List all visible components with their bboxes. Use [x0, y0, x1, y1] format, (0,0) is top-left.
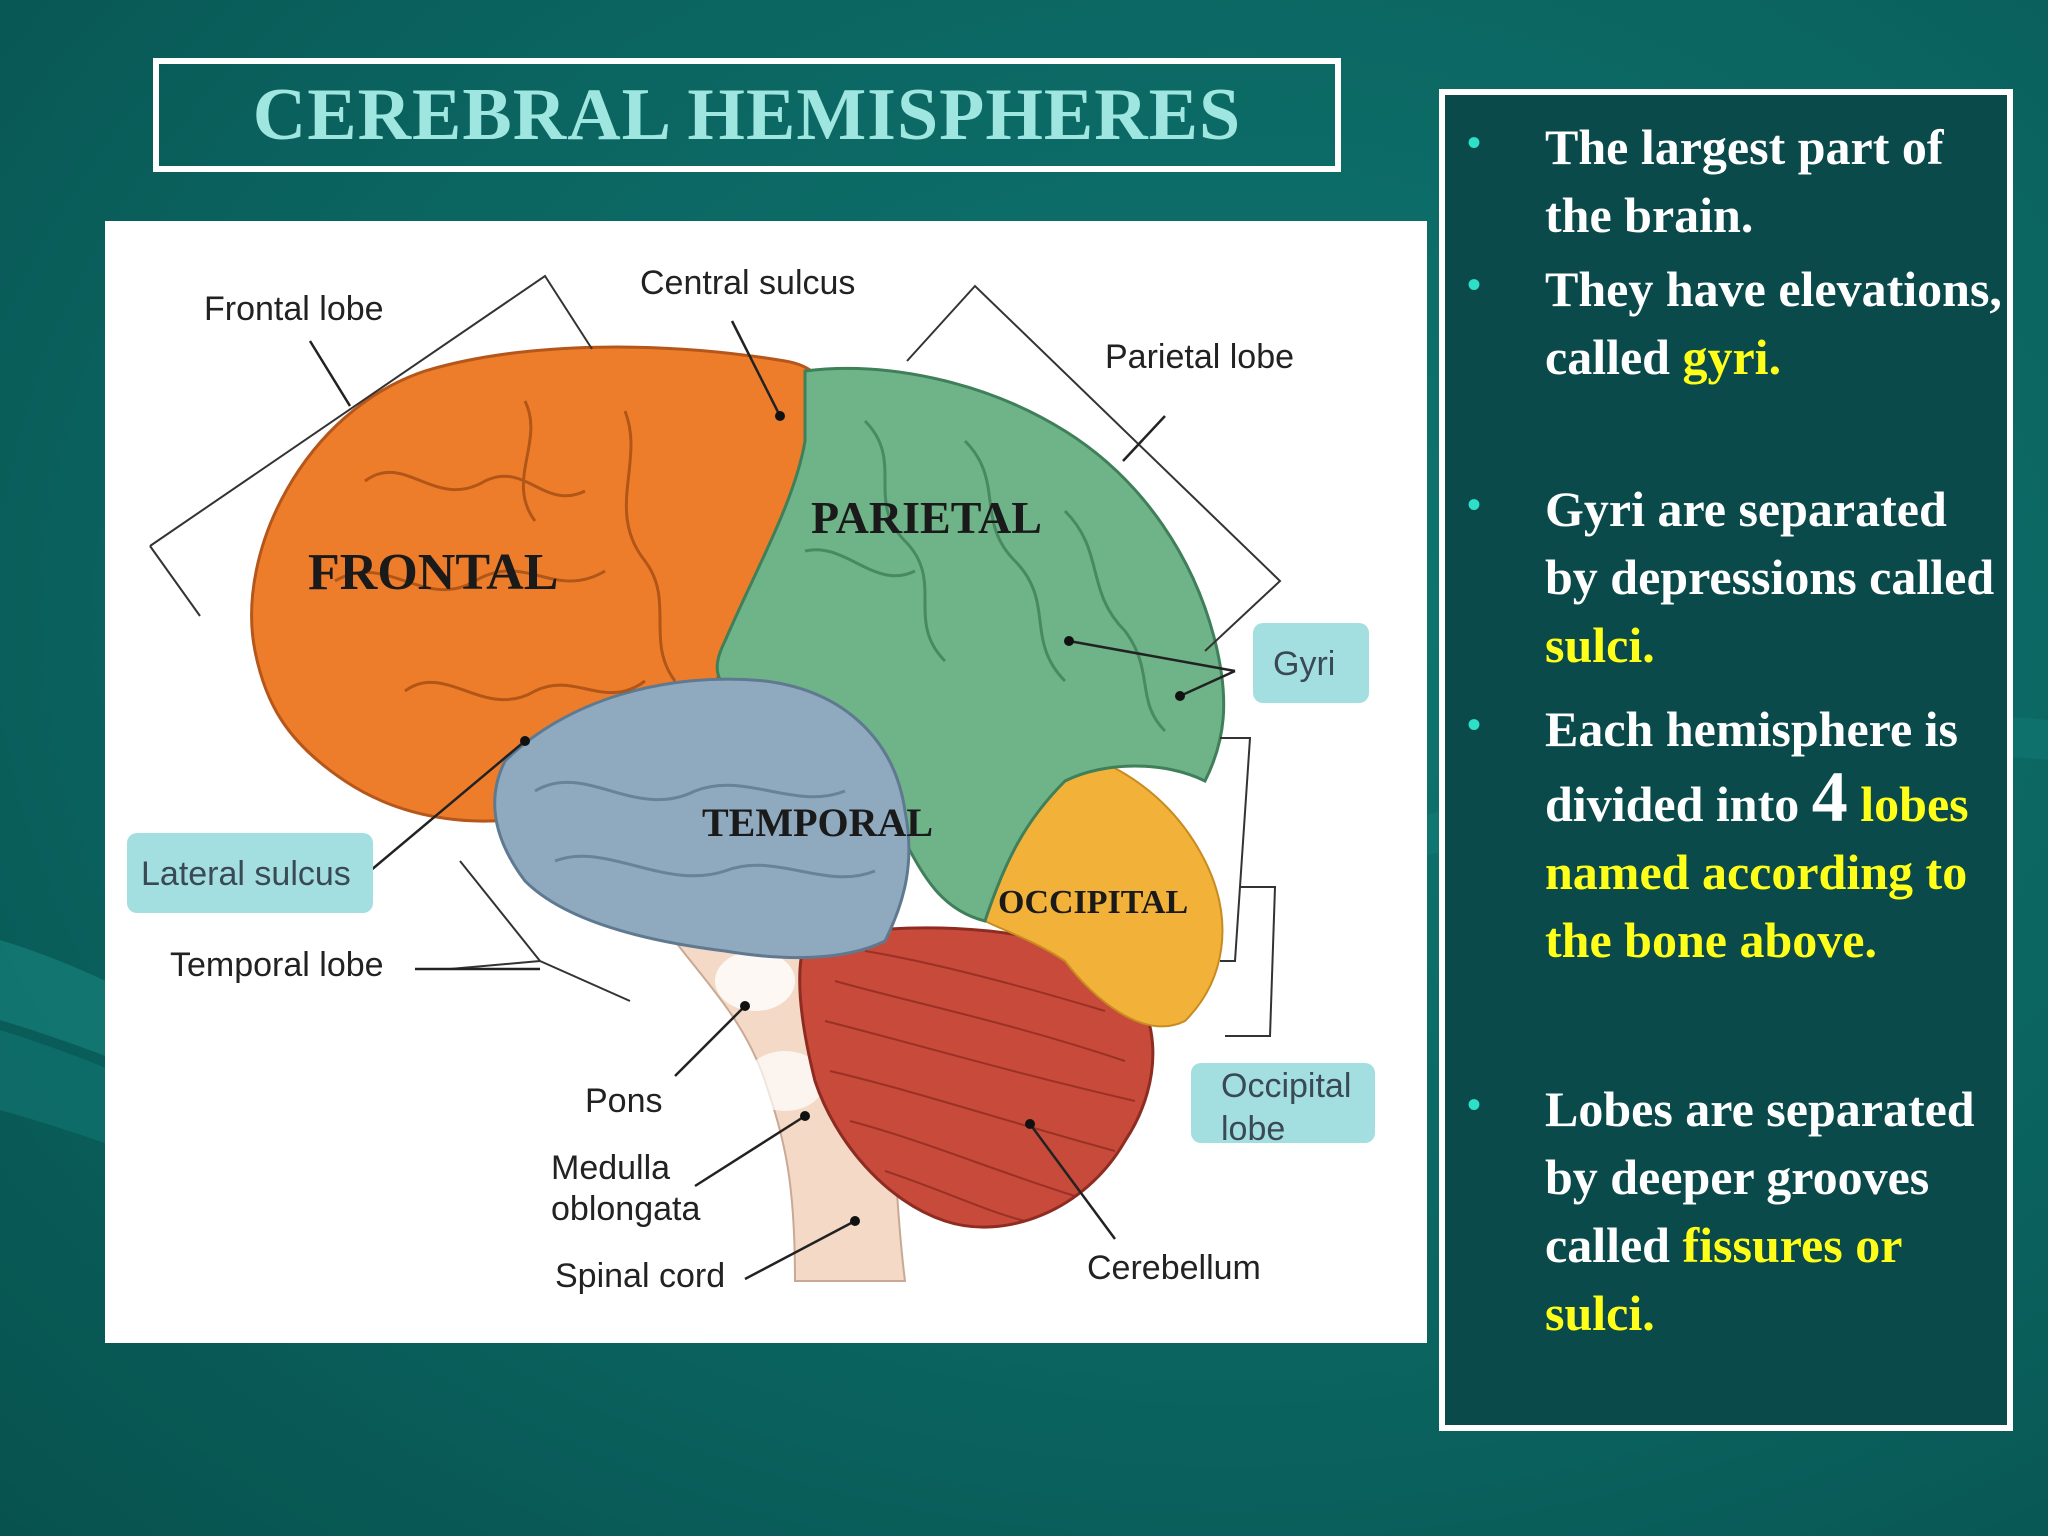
bullet-text: Lobes are separated by deeper grooves ca… — [1545, 1075, 2005, 1347]
occipital-lobe-shape — [983, 739, 1224, 1028]
bullet-dot-icon: • — [1467, 702, 1482, 747]
occipital-lobe-bracket — [1220, 737, 1252, 962]
label-lateral-sulcus: Lateral sulcus — [141, 855, 351, 893]
bullet-text: Gyri are separated by depressions called… — [1545, 475, 2005, 679]
label-cerebellum: Cerebellum — [1087, 1249, 1261, 1287]
brain-illustration — [149, 274, 1282, 1282]
bullet-dot-icon: • — [1467, 120, 1482, 165]
label-spinal-cord: Spinal cord — [555, 1257, 726, 1295]
label-pons: Pons — [585, 1082, 663, 1120]
bullet-text: Each hemisphere is divided into 4 lobes … — [1545, 695, 2005, 974]
label-occipital-line2: lobe — [1221, 1109, 1286, 1148]
bullet-text: They have elevations, called gyri. — [1545, 255, 2005, 391]
label-temporal-lobe: Temporal lobe — [170, 946, 384, 984]
label-parietal-lobe: Parietal lobe — [1105, 338, 1295, 376]
callout-gyri: Gyri — [1253, 623, 1369, 703]
bullet-highlight: gyri. — [1682, 329, 1782, 385]
occipital-lobe-bracket-2 — [1225, 886, 1277, 1037]
label-occipital-line1: Occipital — [1221, 1067, 1352, 1105]
label-frontal-lobe: Frontal lobe — [204, 290, 384, 328]
info-panel: • The largest part of the brain. • They … — [1439, 89, 2013, 1431]
lobe-name-frontal: FRONTAL — [308, 544, 559, 601]
label-medulla-line1: Medulla — [551, 1149, 671, 1187]
bullet-prefix: Gyri are separated by depressions called — [1545, 481, 1995, 605]
page-title: CEREBRAL HEMISPHERES — [252, 73, 1242, 156]
label-gyri: Gyri — [1273, 645, 1336, 683]
lobe-name-parietal: PARIETAL — [811, 492, 1042, 543]
bullet-number: 4 — [1811, 757, 1848, 837]
frontal-lobe-bracket — [149, 274, 593, 617]
lobe-name-occipital: OCCIPITAL — [998, 884, 1189, 921]
bullet-dot-icon: • — [1467, 482, 1482, 527]
bullet-prefix: Each hemisphere is divided into — [1545, 701, 1958, 832]
brain-diagram-panel: Frontal lobe Central sulcus Parietal lob… — [105, 221, 1427, 1343]
bullet-dot-icon: • — [1467, 1082, 1482, 1127]
label-medulla-line2: oblongata — [551, 1189, 701, 1228]
temporal-lobe-bracket — [449, 860, 631, 1002]
bullet-highlight: lobes named according to the bone above. — [1545, 776, 1969, 968]
label-central-sulcus: Central sulcus — [640, 264, 856, 302]
lobe-name-temporal: TEMPORAL — [702, 800, 934, 845]
bullet-highlight: sulci. — [1545, 617, 1655, 673]
callout-lateral-sulcus: Lateral sulcus — [127, 833, 373, 913]
bullet-text: The largest part of the brain. — [1545, 119, 1944, 243]
bullet-dot-icon: • — [1467, 262, 1482, 307]
temporal-lobe-shape — [493, 677, 911, 960]
title-box: CEREBRAL HEMISPHERES — [153, 58, 1341, 172]
bullet-prefix: They have elevations, called — [1545, 261, 2002, 385]
bullet-prefix: Lobes are separated by deeper grooves ca… — [1545, 1081, 1975, 1273]
bullet-highlight: fissures or sulci. — [1545, 1217, 1902, 1341]
callout-occipital-lobe: Occipital lobe — [1191, 1063, 1375, 1148]
label-medulla: Medulla oblongata — [551, 1148, 700, 1230]
parietal-lobe-bracket — [906, 284, 1282, 652]
